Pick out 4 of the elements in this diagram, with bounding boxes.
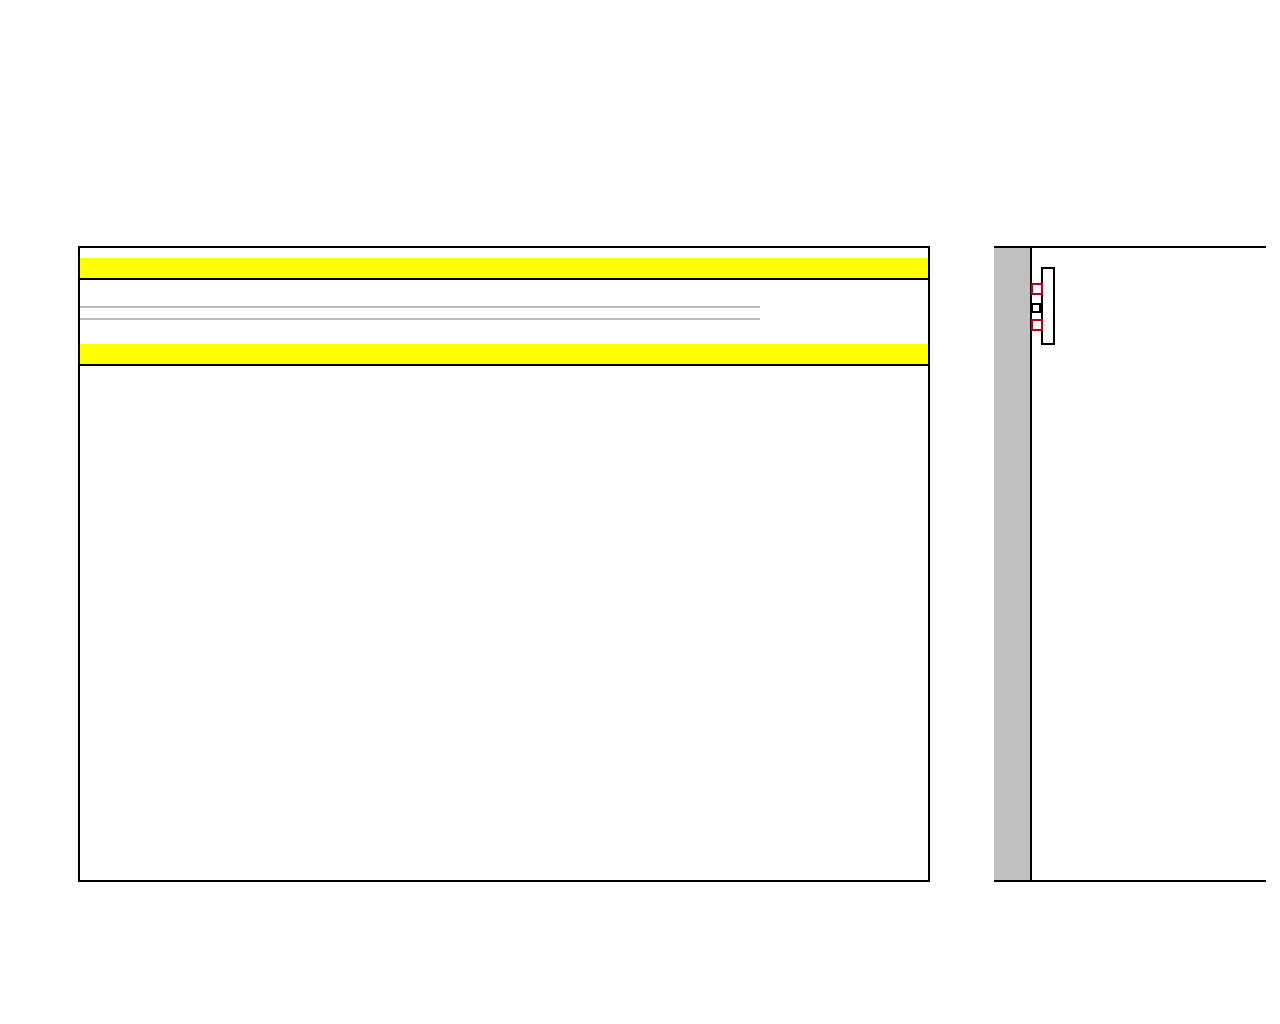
highlight-bar bbox=[80, 258, 928, 280]
highlight-bar bbox=[80, 344, 928, 366]
side-panel bbox=[994, 246, 1266, 882]
main-panel bbox=[78, 246, 930, 882]
